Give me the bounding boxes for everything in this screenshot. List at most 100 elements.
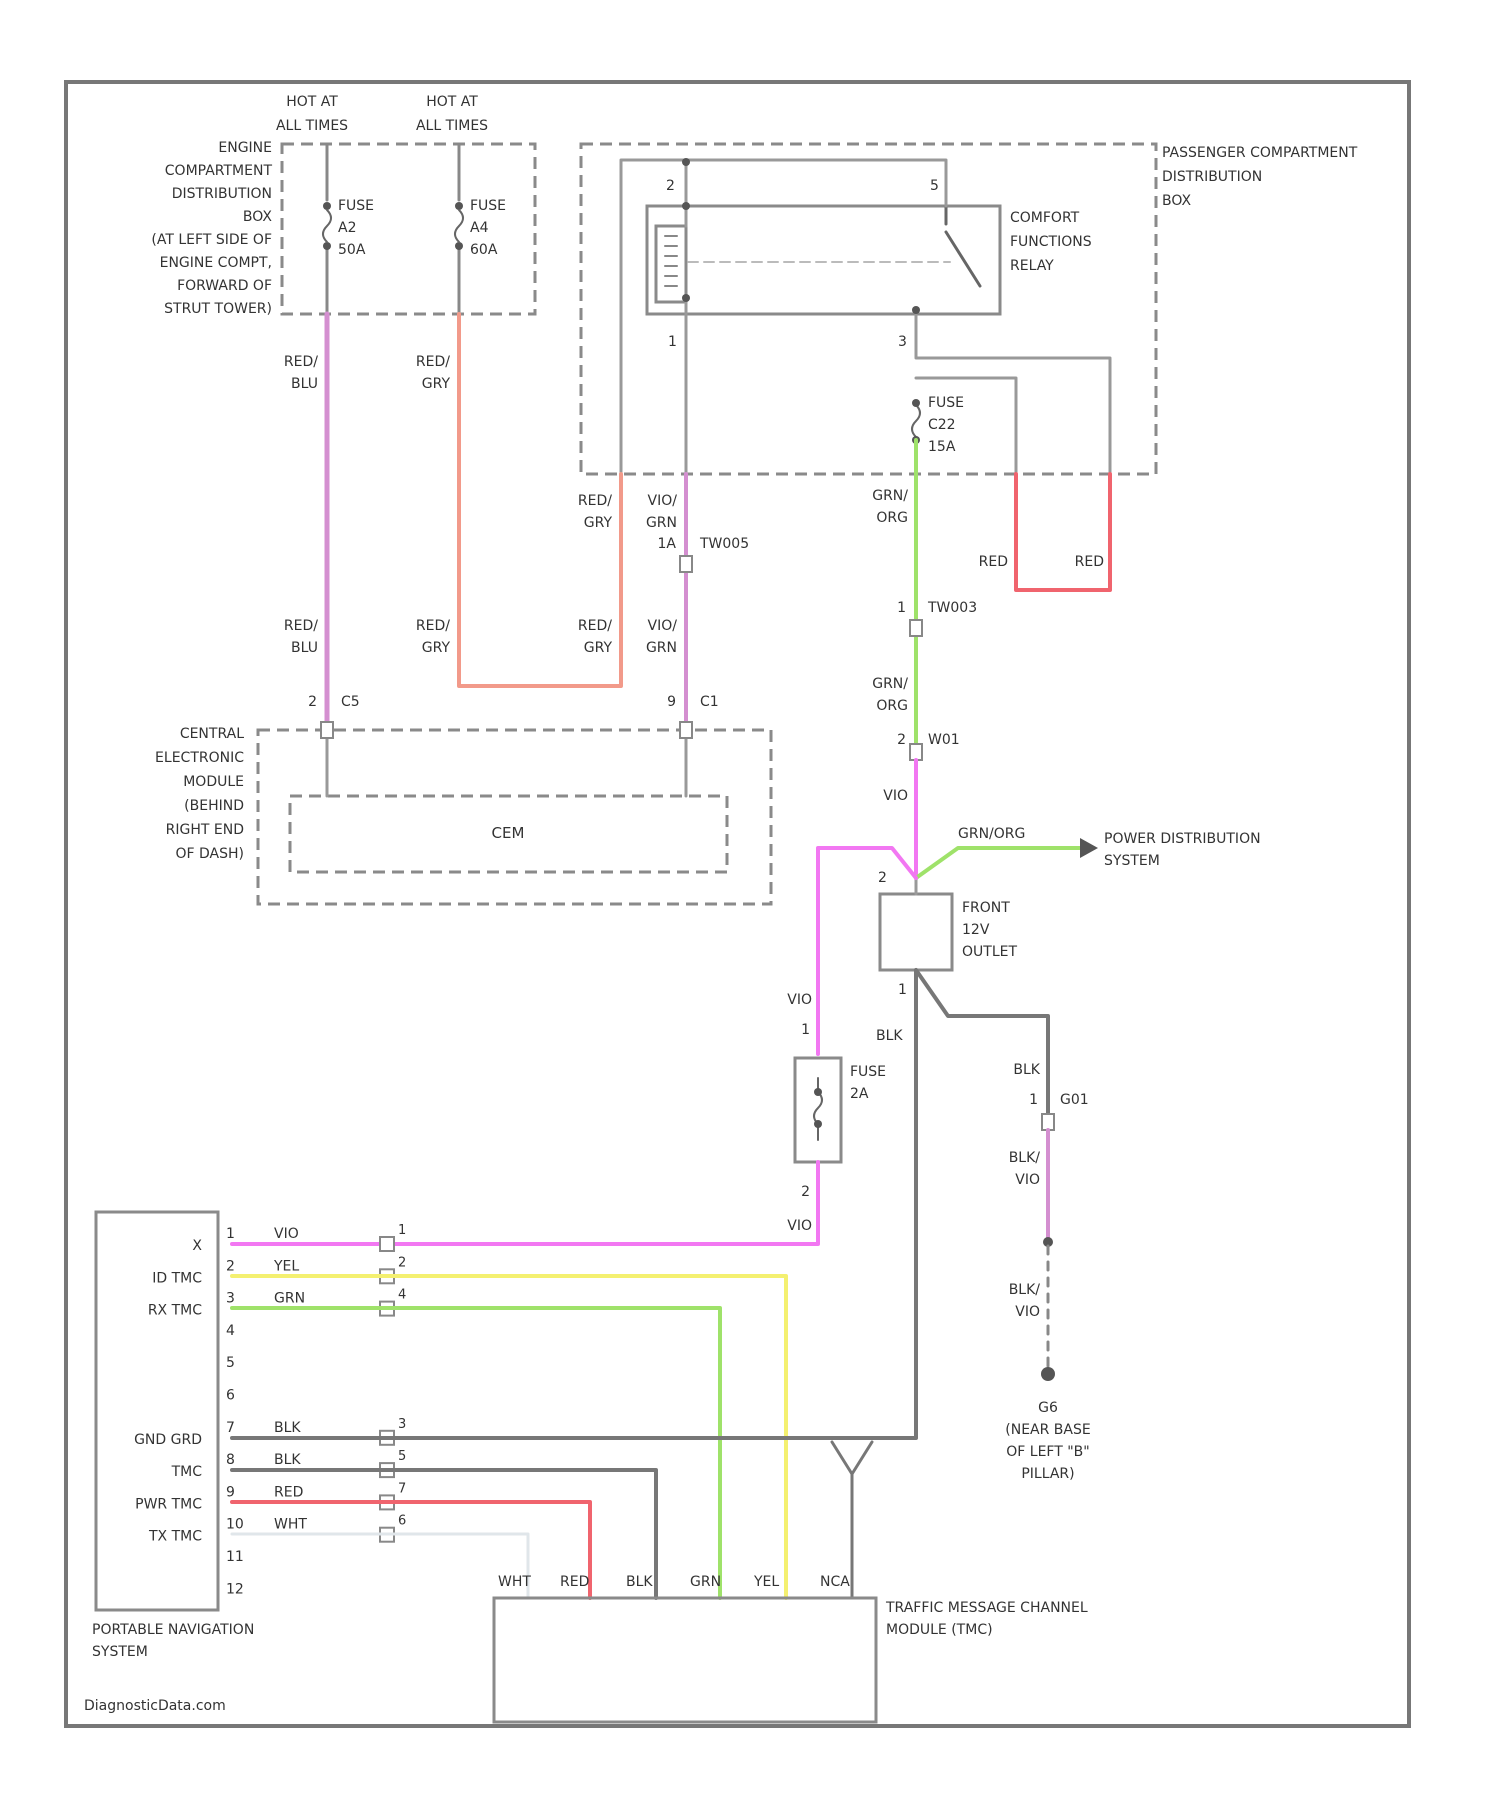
nav-wire-label: BLK <box>274 1452 301 1468</box>
relay-dot-4 <box>912 306 920 314</box>
wire-blk-vio-label-2: BLK/VIO <box>1009 1282 1041 1320</box>
nav-pin-number: 7 <box>226 1420 235 1436</box>
wire-grn <box>232 1308 720 1598</box>
wire-red-blu-label-1: RED/BLU <box>284 354 318 392</box>
fuse-a4-dot-top <box>455 202 463 210</box>
relay-pin-1: 1 <box>668 334 677 350</box>
inline-fuse-pin-2: 2 <box>801 1184 810 1200</box>
front-12v-outlet <box>880 894 952 970</box>
tmc-terminal-list: WHT RED BLK GRN YEL NCA <box>498 1574 850 1590</box>
fuse-a2-label: FUSEA250A <box>338 198 374 258</box>
nav-connector-pin-number: 5 <box>398 1449 406 1464</box>
tw003-label: TW003 <box>927 600 977 616</box>
c5-label: C5 <box>341 694 360 710</box>
c1-pin: 9 <box>667 694 676 710</box>
tmc-terminal-label: GRN <box>690 1574 721 1590</box>
nav-wire-label: RED <box>274 1484 303 1500</box>
fuse-a4-icon <box>455 210 463 242</box>
cem-title: CENTRALELECTRONICMODULE(BEHINDRIGHT ENDO… <box>155 726 244 862</box>
nav-connector-pin-number: 4 <box>398 1288 406 1303</box>
power-arrow-icon <box>1080 838 1098 858</box>
wire-vio-fuse <box>818 848 916 1054</box>
relay-dot-3 <box>682 294 690 302</box>
wire-red-gry-label-3: RED/GRY <box>578 493 613 531</box>
fuse-c22-icon <box>912 405 920 437</box>
wire-wht-tmc <box>232 1534 528 1598</box>
tmc-terminal-label: RED <box>560 1574 589 1590</box>
wire-red-label-1: RED <box>979 554 1008 570</box>
relay-coil-symbol <box>665 236 677 286</box>
source-watermark: DiagnosticData.com <box>84 1698 226 1714</box>
fuse-a2-icon <box>323 210 331 242</box>
wire-red-gry-label-1: RED/GRY <box>416 354 451 392</box>
tmc-module <box>494 1598 876 1722</box>
wire-vio-label-1: VIO <box>883 788 908 804</box>
diagram-frame <box>66 82 1409 1726</box>
wire-vio-label-3: VIO <box>787 1218 812 1234</box>
fuse-a4-dot-bottom <box>455 242 463 250</box>
wire-blk-label-1: BLK <box>876 1028 903 1044</box>
w01-pin: 2 <box>897 732 906 748</box>
inline-fuse-dot-bottom <box>814 1120 822 1128</box>
nav-connector-pin <box>380 1237 394 1251</box>
relay-dot-2 <box>682 202 690 210</box>
relay-coil <box>656 226 686 302</box>
wire-grn-org-label-1: GRN/ORG <box>872 488 908 526</box>
tmc-terminal-label: BLK <box>626 1574 653 1590</box>
relay-pin-2: 2 <box>666 178 675 194</box>
nav-pin-number: 12 <box>226 1581 244 1597</box>
fuse-a2-dot-top <box>323 202 331 210</box>
relay-pin-5: 5 <box>930 178 939 194</box>
g01-connector <box>1042 1114 1054 1130</box>
nav-pin-number: 10 <box>226 1517 244 1533</box>
nav-pin-name: PWR TMC <box>135 1496 202 1512</box>
g01-label: G01 <box>1060 1092 1089 1108</box>
nav-wire-label: YEL <box>273 1258 299 1274</box>
nav-pin-number: 11 <box>226 1549 244 1565</box>
tmc-terminal-label: WHT <box>498 1574 531 1590</box>
wire-red-blu-label-2: RED/BLU <box>284 618 318 656</box>
nav-pin-number: 8 <box>226 1452 235 1468</box>
nav-pin-name: X <box>192 1238 202 1254</box>
wire-blk-gnd <box>232 970 916 1438</box>
wire-blk-vio-label-1: BLK/VIO <box>1009 1150 1041 1188</box>
nav-pin-name: ID TMC <box>152 1270 202 1286</box>
tmc-terminal-label: YEL <box>753 1574 779 1590</box>
cem-label: CEM <box>492 824 525 842</box>
relay-switch <box>946 206 980 286</box>
engine-distribution-box <box>282 144 535 314</box>
w01-label: W01 <box>928 732 960 748</box>
nav-connector-pin-number: 1 <box>398 1223 406 1238</box>
tw005-connector <box>680 556 692 572</box>
nav-pin-number: 3 <box>226 1291 235 1307</box>
wire-vio-grn-label-1: VIO/GRN <box>646 493 677 531</box>
inline-fuse-2a <box>795 1058 841 1162</box>
outlet-label: FRONT12VOUTLET <box>962 900 1017 960</box>
g01-pin: 1 <box>1029 1092 1038 1108</box>
nav-connector-pin-number: 2 <box>398 1255 406 1270</box>
wire-red-gry-label-2: RED/GRY <box>416 618 451 656</box>
nav-pin-name: RX TMC <box>148 1303 202 1319</box>
nav-pin-number: 5 <box>226 1355 235 1371</box>
tw003-pin: 1 <box>897 600 906 616</box>
inline-fuse-icon <box>814 1078 822 1140</box>
tw005-pin: 1A <box>658 536 677 552</box>
fuse-c22-dot-top <box>912 399 920 407</box>
nav-connector-pin-number: 7 <box>398 1481 406 1496</box>
nav-pin-number: 1 <box>226 1226 235 1242</box>
cem-box <box>258 730 771 904</box>
nav-pin-name: TMC <box>171 1464 203 1480</box>
c5-pin: 2 <box>308 694 317 710</box>
wire-vio-nav <box>232 1162 818 1244</box>
wire-red-gry-label-4: RED/GRY <box>578 618 613 656</box>
inline-fuse-pin-1: 1 <box>801 1022 810 1038</box>
tmc-terminal-label: NCA <box>820 1574 850 1590</box>
